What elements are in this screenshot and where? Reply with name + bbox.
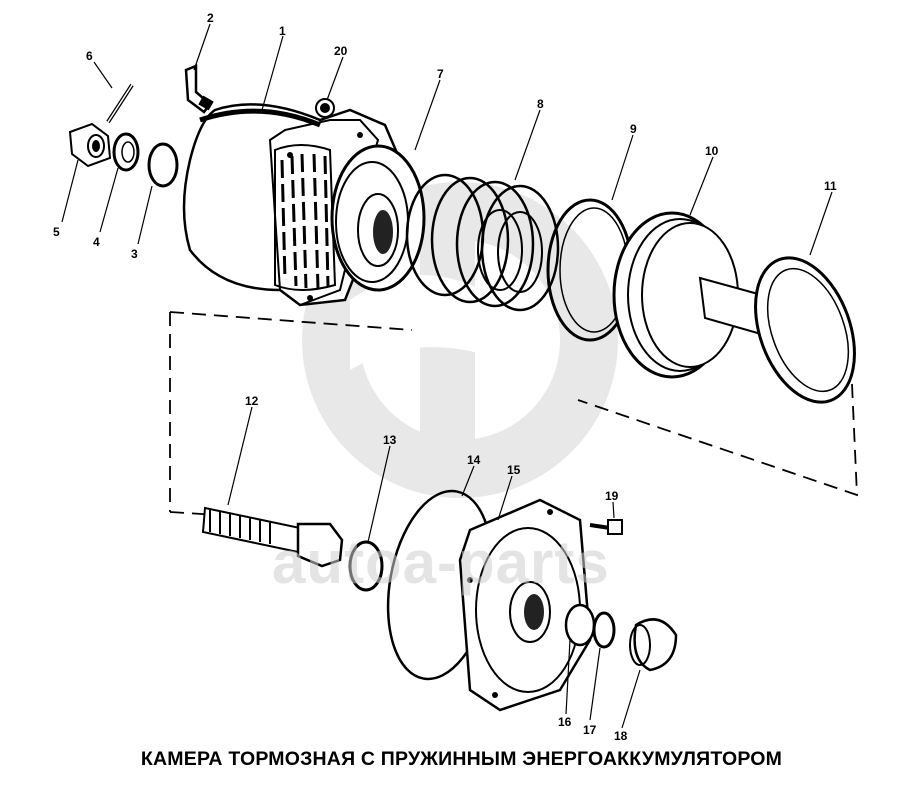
callout-3: 3 [131, 247, 138, 261]
callout-18: 18 [614, 729, 628, 743]
part-4-washer [112, 132, 140, 172]
part-12-bolt [201, 506, 344, 568]
callout-2: 2 [207, 11, 214, 25]
callout-5: 5 [53, 225, 60, 239]
part-17-washer [592, 611, 616, 649]
callout-1: 1 [279, 24, 286, 38]
callout-11: 11 [824, 179, 837, 193]
callout-6: 6 [86, 49, 93, 63]
part-7-piston-cup [330, 144, 426, 292]
callout-16: 16 [558, 715, 572, 729]
part-13-o-ring [348, 540, 384, 592]
callout-17: 17 [583, 723, 597, 737]
callout-8: 8 [537, 97, 544, 111]
callout-19: 19 [605, 489, 619, 503]
part-19-screw [589, 519, 623, 535]
callout-14: 14 [467, 453, 481, 467]
callout-9: 9 [630, 122, 637, 136]
callout-4: 4 [93, 235, 100, 249]
callout-10: 10 [705, 144, 719, 158]
part-3-o-ring [147, 142, 179, 188]
diagram-caption: КАМЕРА ТОРМОЗНАЯ С ПРУЖИННЫМ ЭНЕРГОАККУМ… [140, 748, 783, 770]
callout-13: 13 [383, 433, 397, 447]
part-11-cup [754, 256, 856, 404]
part-6-pin [106, 83, 134, 124]
part-10-piston [612, 211, 794, 379]
callout-12: 12 [245, 394, 259, 408]
part-18-cap [629, 618, 678, 672]
part-20-plug [315, 98, 335, 118]
leader-lines [61, 23, 833, 729]
callout-20: 20 [334, 44, 348, 58]
part-16-nut [564, 603, 596, 647]
callout-15: 15 [507, 463, 521, 477]
callout-7: 7 [437, 67, 444, 81]
part-8-springs [405, 173, 560, 312]
part-2-fitting [184, 64, 214, 114]
part-5-nut [68, 122, 112, 168]
assembly-boundary-dashed [169, 311, 858, 516]
watermark-text: autoa-parts [272, 529, 610, 596]
